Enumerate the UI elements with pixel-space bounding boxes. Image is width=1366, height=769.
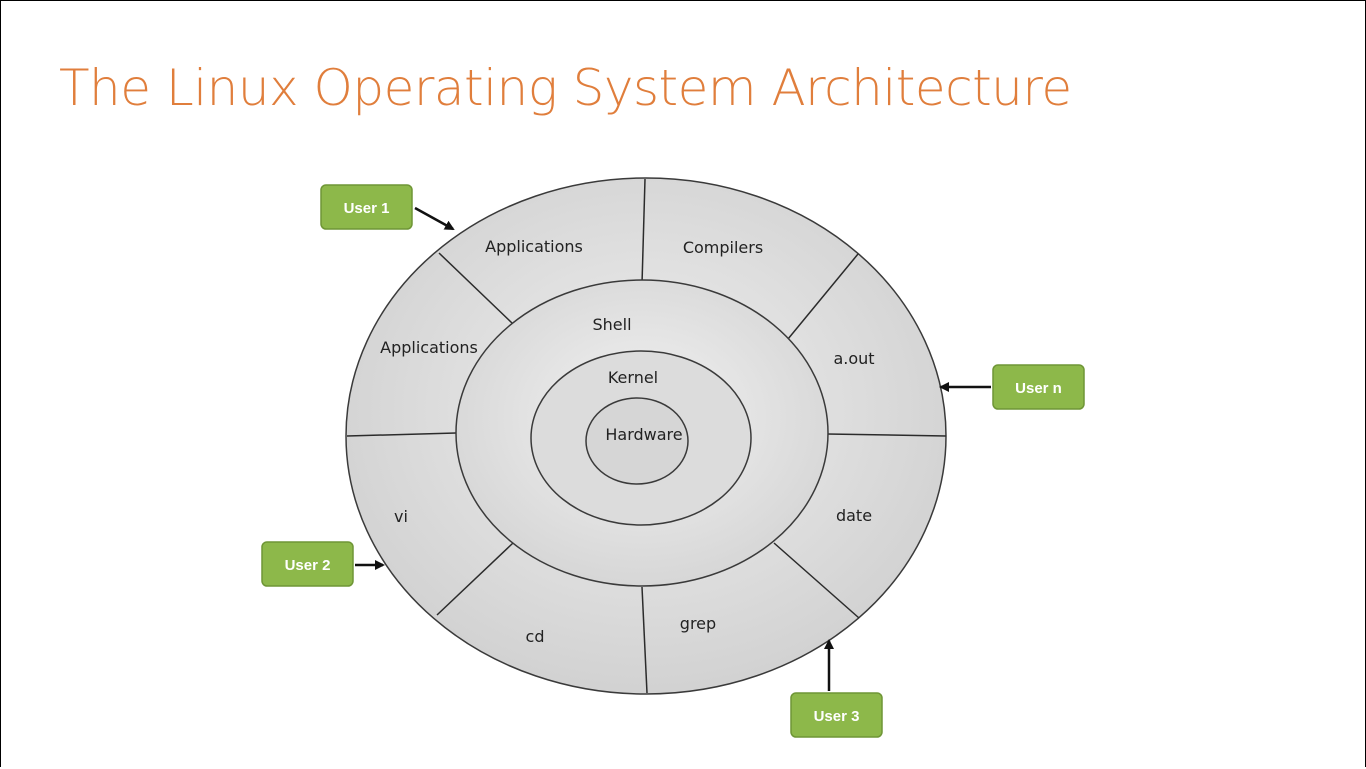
- user-2-box: User 2: [261, 541, 354, 587]
- user-1-label: User 1: [344, 200, 390, 217]
- segment-label-compilers: Compilers: [683, 238, 763, 257]
- user-1-box: User 1: [320, 184, 413, 230]
- segment-label-applications-left: Applications: [380, 338, 478, 357]
- segment-label-date: date: [836, 506, 872, 525]
- shell-label: Shell: [592, 315, 631, 334]
- segment-label-cd: cd: [526, 627, 545, 646]
- segment-label-vi: vi: [394, 507, 408, 526]
- hardware-core: [585, 397, 689, 485]
- user-n-label: User n: [1015, 380, 1062, 397]
- segment-dividers: [346, 178, 947, 694]
- user-3-label: User 3: [814, 708, 860, 725]
- segment-label-grep: grep: [680, 614, 716, 633]
- segment-label-applications-top: Applications: [485, 237, 583, 256]
- segment-label-a-out: a.out: [833, 349, 874, 368]
- hardware-label: Hardware: [605, 425, 682, 444]
- slide-title: The Linux Operating System Architecture: [59, 59, 1072, 117]
- user-1-arrow: [414, 206, 455, 231]
- user-n-box: User n: [992, 364, 1085, 410]
- user-2-label: User 2: [285, 557, 331, 574]
- kernel-label: Kernel: [608, 368, 658, 387]
- user-3-box: User 3: [790, 692, 883, 738]
